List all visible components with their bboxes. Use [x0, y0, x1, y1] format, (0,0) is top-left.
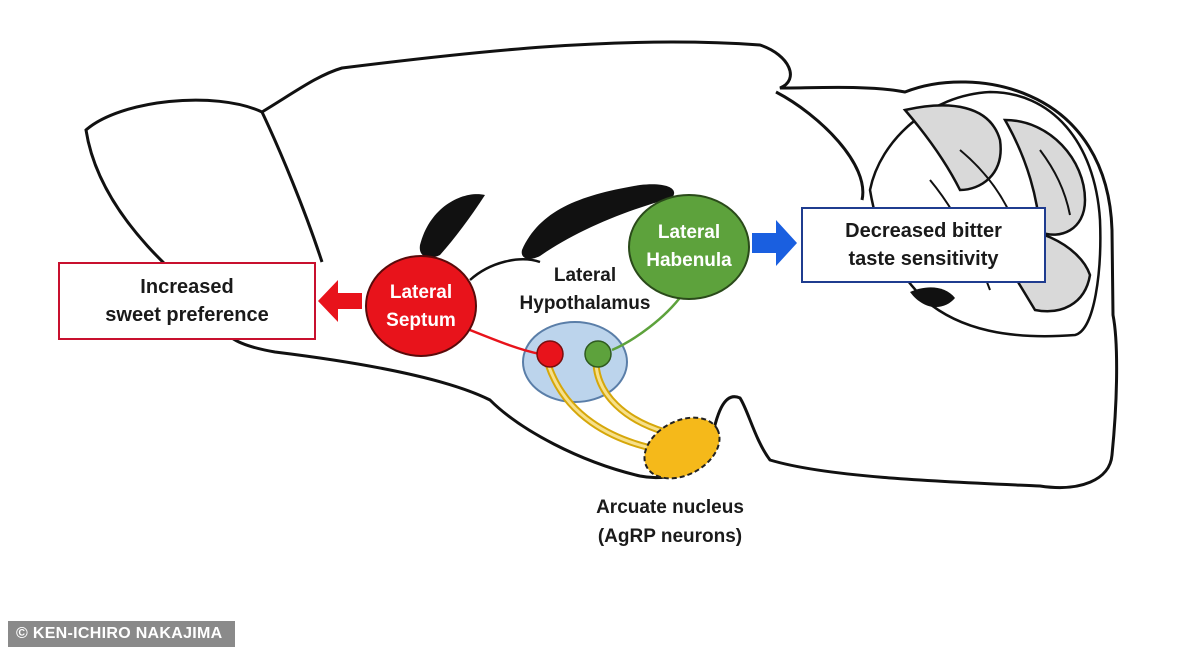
lateral-habenula-label-line2: Habenula — [646, 250, 732, 271]
lh-red-neuron — [536, 340, 564, 368]
lateral-hypothalamus-label: Lateral Hypothalamus — [519, 265, 651, 314]
photo-credit: © KEN-ICHIRO NAKAJIMA — [8, 621, 235, 647]
arcuate-to-green-neuron-line-inner — [594, 362, 667, 434]
lateral-hypothalamus-region — [522, 321, 628, 403]
sweet-arrow-icon — [318, 280, 362, 322]
lateral-septum-node — [365, 255, 477, 357]
bitter-sensitivity-box: Decreased bitter taste sensitivity — [801, 207, 1046, 283]
lateral-habenula-node — [628, 194, 750, 300]
sweet-preference-text: Increased sweet preference — [105, 276, 269, 326]
arcuate-to-red-neuron-line-inner — [546, 362, 662, 452]
bitter-sensitivity-text: Decreased bitter taste sensitivity — [845, 220, 1002, 270]
arcuate-nucleus-shape — [643, 416, 721, 480]
lateral-habenula-label-line1: Lateral — [658, 222, 720, 243]
septum-to-hypothalamus-line — [469, 328, 541, 356]
cortex-boundary-line — [260, 111, 324, 263]
brain-outline — [84, 40, 1119, 489]
lh-green-neuron — [584, 340, 612, 368]
lateral-septum-label-line2: Septum — [386, 310, 456, 331]
ventricle-right — [521, 184, 675, 259]
thalamus-contour — [469, 258, 541, 281]
ventricle-left — [419, 194, 485, 258]
sweet-preference-box: Increased sweet preference — [58, 262, 316, 340]
cortex-inner-line — [775, 90, 865, 201]
lateral-septum-label-line1: Lateral — [390, 282, 452, 303]
habenula-to-hypothalamus-line — [611, 294, 684, 352]
arcuate-nucleus-label: Arcuate nucleus (AgRP neurons) — [596, 497, 744, 547]
bitter-arrow-icon — [752, 220, 797, 266]
